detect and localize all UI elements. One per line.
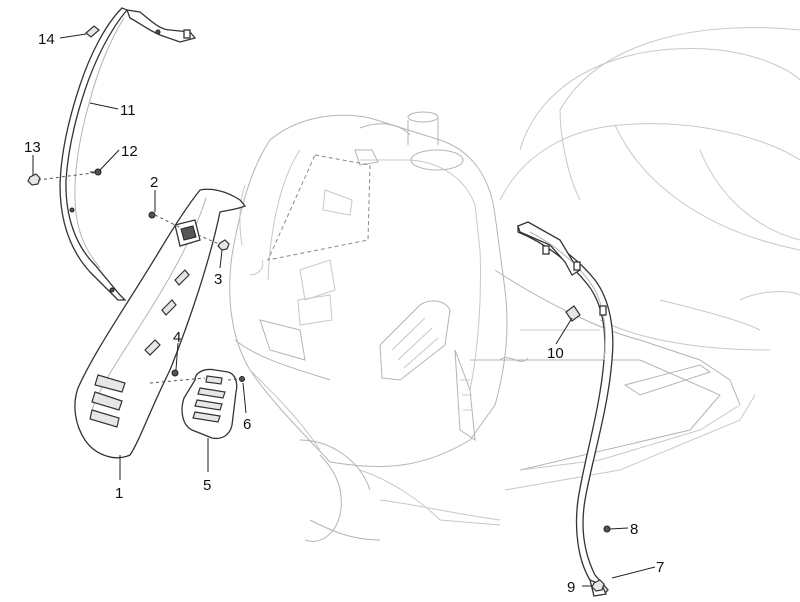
callout-3: 3 <box>214 271 222 288</box>
assembly-line-6 <box>227 378 241 381</box>
callout-12: 12 <box>121 143 138 160</box>
part-7-trim-strip-right <box>517 221 614 597</box>
part-9-nut <box>591 579 605 592</box>
leader-lines <box>32 33 656 587</box>
callout-5: 5 <box>203 477 211 494</box>
part-8-screw <box>603 525 611 533</box>
part-6-screw <box>239 376 245 382</box>
callout-9: 9 <box>567 579 575 596</box>
part-5-vent-grille <box>181 368 238 440</box>
callout-6: 6 <box>243 416 251 433</box>
part-13-nut <box>27 173 41 186</box>
part-2-screw <box>148 211 156 219</box>
callout-10: 10 <box>547 345 564 362</box>
assembly-line-3 <box>197 234 220 245</box>
assembly-line-2 <box>154 214 184 230</box>
part-10-clip <box>565 305 581 322</box>
assembly-line-12-13 <box>37 171 101 181</box>
callout-1: 1 <box>115 485 123 502</box>
callout-13: 13 <box>24 139 41 156</box>
callout-labels: 1 2 3 4 5 6 7 8 9 10 11 12 13 14 <box>24 31 664 596</box>
part-1-side-cover-left <box>74 188 247 459</box>
part-11-trim-strip-left <box>59 7 197 301</box>
callout-14: 14 <box>38 31 55 48</box>
part-3-nut <box>217 239 230 251</box>
callout-8: 8 <box>630 521 638 538</box>
part-14-clip <box>85 25 100 38</box>
part-4-screw <box>171 369 179 377</box>
scooter-body-outline <box>229 27 800 542</box>
callout-2: 2 <box>150 174 158 191</box>
callout-4: 4 <box>173 329 181 346</box>
callout-11: 11 <box>120 102 136 119</box>
callout-7: 7 <box>656 559 664 576</box>
